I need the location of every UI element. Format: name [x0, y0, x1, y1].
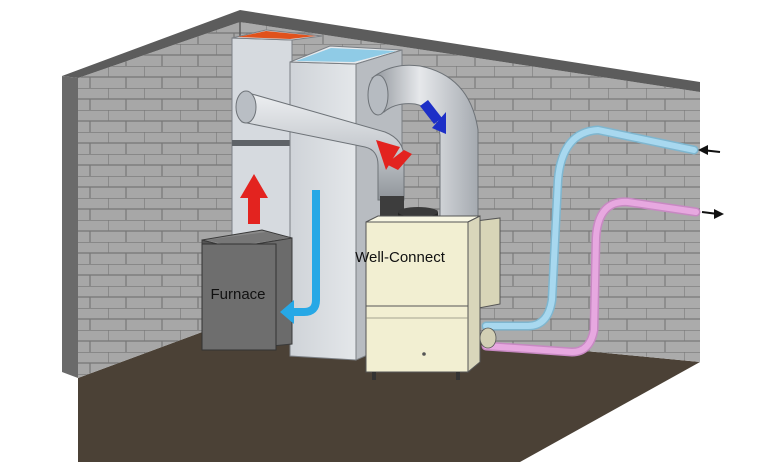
- left-wall: [62, 10, 240, 378]
- water-pipes: [479, 125, 701, 357]
- supply-plenum-top: [238, 31, 316, 39]
- airflow-arrow-icon: [420, 100, 446, 134]
- cool-air-arrow-icon: [280, 190, 320, 324]
- warm-air-arrow-icon: [240, 174, 268, 224]
- water-flow-arrow-icon: [698, 145, 721, 155]
- return-plenum-top: [296, 48, 396, 62]
- warm-air-arrow-icon: [376, 140, 412, 170]
- well-connect-unit: Well-Connect: [355, 215, 501, 380]
- water-flow-arrow-icon: [701, 209, 724, 219]
- well-connect-label: Well-Connect: [355, 249, 446, 266]
- furnace-label: Furnace: [210, 286, 265, 303]
- furnace: Furnace: [201, 229, 293, 351]
